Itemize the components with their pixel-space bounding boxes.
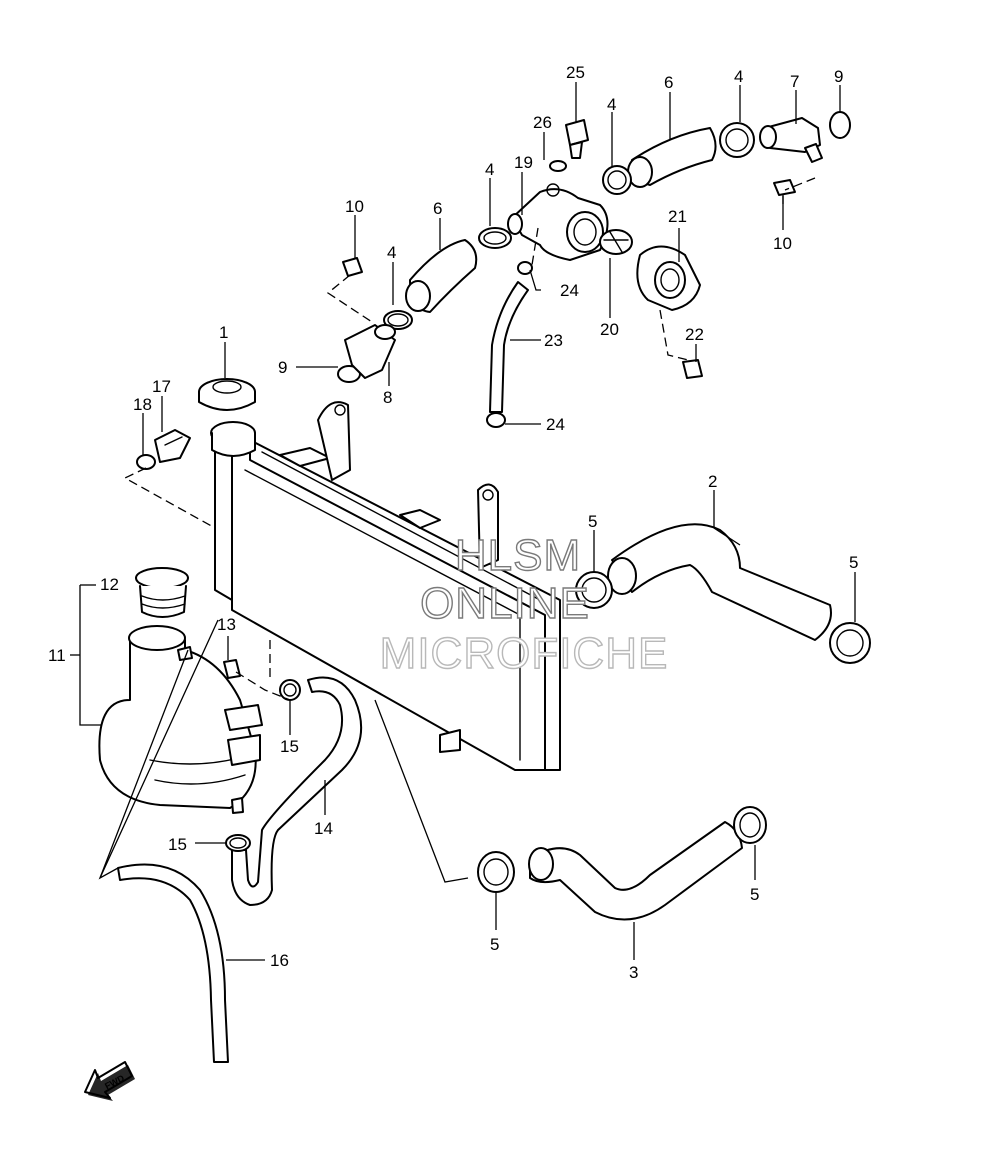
callout-11: 11 [48,646,66,665]
hose-clamp [517,261,533,275]
bolt [682,359,703,379]
outlet-hose [528,821,743,921]
assembly-lines [98,177,816,883]
switch-o-ring [136,454,156,470]
callout-leaders [70,82,856,961]
watermark-line-2: ONLINE [420,579,590,628]
fan-thermo-switch [154,429,191,463]
bolt [342,257,363,277]
callout-12: 12 [100,575,119,594]
callout-19: 19 [514,153,533,172]
callout-9: 9 [834,67,843,86]
callout-23: 23 [544,331,563,350]
thermostat [599,229,633,255]
callout-10: 10 [345,197,364,216]
callout-4: 4 [387,243,396,262]
water-inlet-fitting [344,324,396,379]
callout-2: 2 [708,472,717,491]
callout-5: 5 [750,885,759,904]
callout-26: 26 [533,113,552,132]
callout-20: 20 [600,320,619,339]
callout-5: 5 [849,553,858,572]
callout-3: 3 [629,963,638,982]
bolt [773,179,796,196]
callout-labels: 1 2 3 4 4 4 4 5 5 5 5 6 6 7 8 9 9 10 10 … [48,63,858,982]
watermark-line-3: MICROFICHE [380,629,669,678]
hose-clamp [486,412,506,428]
callout-8: 8 [383,388,392,407]
inlet-hose [607,523,832,641]
hose-clamp [279,679,301,701]
water-outlet-fitting [759,117,823,163]
callout-5: 5 [490,935,499,954]
upper-hose-left [405,239,478,313]
upper-hose-right [627,127,717,188]
radiator [214,401,561,771]
callout-24: 24 [546,415,565,434]
callout-15: 15 [280,737,299,756]
temperature-sensor [565,119,589,159]
hose-clamp [602,165,632,195]
callout-7: 7 [790,72,799,91]
callout-6: 6 [433,199,442,218]
callout-9: 9 [278,358,287,377]
hose-clamp [733,806,767,844]
radiator-filler-neck [210,421,256,457]
breather-hose [489,281,529,413]
hose-clamp [383,310,413,330]
callout-24: 24 [560,281,579,300]
radiator-cap [198,378,256,411]
outlet-o-ring [829,111,851,139]
reservoir-cap [135,567,189,618]
callout-5: 5 [588,512,597,531]
hose-clamp [829,622,871,664]
callout-25: 25 [566,63,585,82]
callout-17: 17 [152,377,171,396]
hose-clamp [478,227,512,249]
callout-14: 14 [314,819,333,838]
callout-13: 13 [217,615,236,634]
callout-6: 6 [664,73,673,92]
watermark: HLSM ONLINE MICROFICHE [379,530,669,678]
hose-clamp [719,122,755,158]
callout-21: 21 [668,207,687,226]
callout-10: 10 [773,234,792,253]
forward-direction-arrow-icon: FWD [84,1061,135,1101]
callout-4: 4 [485,160,494,179]
overflow-hose [117,863,229,1063]
callout-15: 15 [168,835,187,854]
callout-1: 1 [219,323,228,342]
hose-clamp [225,834,251,852]
hose-clamp [477,851,515,893]
callout-22: 22 [685,325,704,344]
reservoir-tank [98,625,263,814]
callout-16: 16 [270,951,289,970]
watermark-line-1: HLSM [455,531,581,580]
callout-4: 4 [734,67,743,86]
bypass-hose [231,676,363,906]
callout-4: 4 [607,95,616,114]
thermostat-cover [636,245,701,311]
sensor-washer [549,160,567,172]
callout-18: 18 [133,395,152,414]
thermostat-housing [507,183,609,261]
tank-bolt [223,659,241,679]
